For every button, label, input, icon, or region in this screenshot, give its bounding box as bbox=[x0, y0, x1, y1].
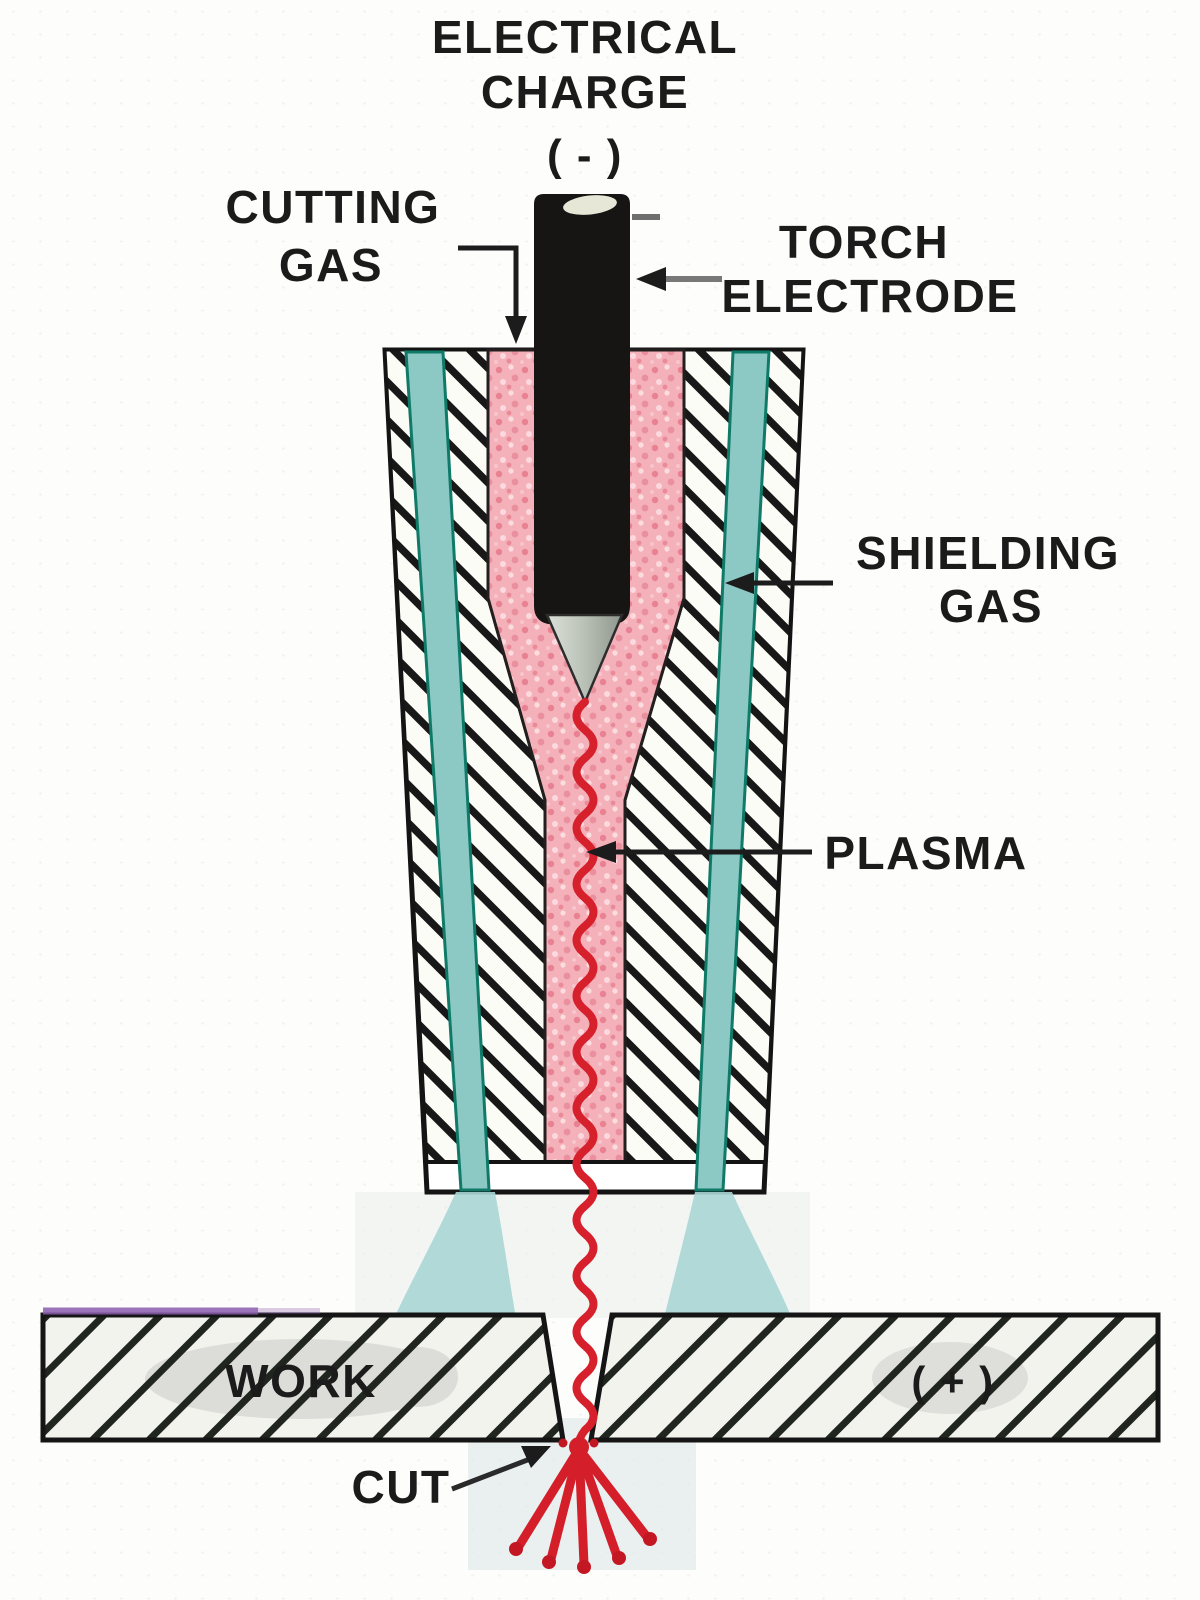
spray-tip-2 bbox=[542, 1555, 556, 1569]
spray-dot-left bbox=[558, 1438, 568, 1448]
shielding-gas-plume-right bbox=[664, 1192, 792, 1318]
shielding-gas-arrowhead-icon bbox=[725, 572, 754, 594]
spray-line-3 bbox=[574, 1444, 589, 1569]
spray-line-1 bbox=[514, 1444, 584, 1551]
label-plasma: PLASMA bbox=[824, 827, 1027, 879]
labels: ELECTRICAL CHARGE ( - ) CUTTING GAS TORC… bbox=[225, 11, 1120, 1513]
spray-tip-1 bbox=[509, 1542, 523, 1556]
spray-line-5 bbox=[574, 1444, 652, 1542]
label-electrical-charge-line2: CHARGE bbox=[481, 66, 689, 118]
cut-leader bbox=[451, 1456, 531, 1492]
plasma-stream bbox=[572, 698, 598, 1453]
label-shielding-gas-line1: SHIELDING bbox=[856, 527, 1120, 579]
plasma-arrowhead-icon bbox=[586, 841, 616, 863]
spray-tip-4 bbox=[612, 1551, 626, 1565]
leader-arrows bbox=[451, 214, 833, 1492]
label-electrical-charge-polarity: ( - ) bbox=[547, 131, 623, 180]
label-cut: CUT bbox=[351, 1461, 450, 1513]
shielding-gas-channel-left bbox=[404, 350, 491, 1192]
spray-tip-5 bbox=[643, 1532, 657, 1546]
electrode bbox=[534, 194, 630, 624]
electrode-top-highlight bbox=[563, 195, 617, 215]
electrode-tip-cone bbox=[545, 613, 624, 706]
label-torch-electrode-line1: TORCH bbox=[779, 216, 949, 268]
label-shielding-gas-line2: GAS bbox=[939, 580, 1043, 632]
torch-electrode-arrowhead-icon bbox=[636, 267, 666, 291]
cutting-gas-leader bbox=[458, 245, 519, 320]
label-cutting-gas-line2: GAS bbox=[279, 239, 383, 291]
label-electrical-charge-line1: ELECTRICAL bbox=[432, 11, 738, 63]
label-work-polarity: ( + ) bbox=[911, 1358, 994, 1405]
workpiece-right-hatched bbox=[588, 1312, 1161, 1443]
spray-tip-3 bbox=[577, 1560, 591, 1574]
spray-line-4 bbox=[574, 1444, 622, 1561]
label-torch-electrode-line2: ELECTRODE bbox=[721, 270, 1018, 322]
cut-arrowhead-icon bbox=[521, 1446, 551, 1468]
shielding-gas-plume-left bbox=[394, 1192, 516, 1318]
spray-dot-right bbox=[589, 1438, 599, 1448]
spray-line-2 bbox=[546, 1444, 584, 1564]
electrode-group bbox=[534, 194, 630, 706]
cut-spark-spray bbox=[509, 1437, 657, 1574]
shielding-gas-channel-right bbox=[694, 350, 771, 1192]
label-work: WORK bbox=[225, 1355, 377, 1407]
cutting-gas-arrowhead-icon bbox=[505, 316, 527, 344]
label-cutting-gas-line1: CUTTING bbox=[226, 181, 441, 233]
